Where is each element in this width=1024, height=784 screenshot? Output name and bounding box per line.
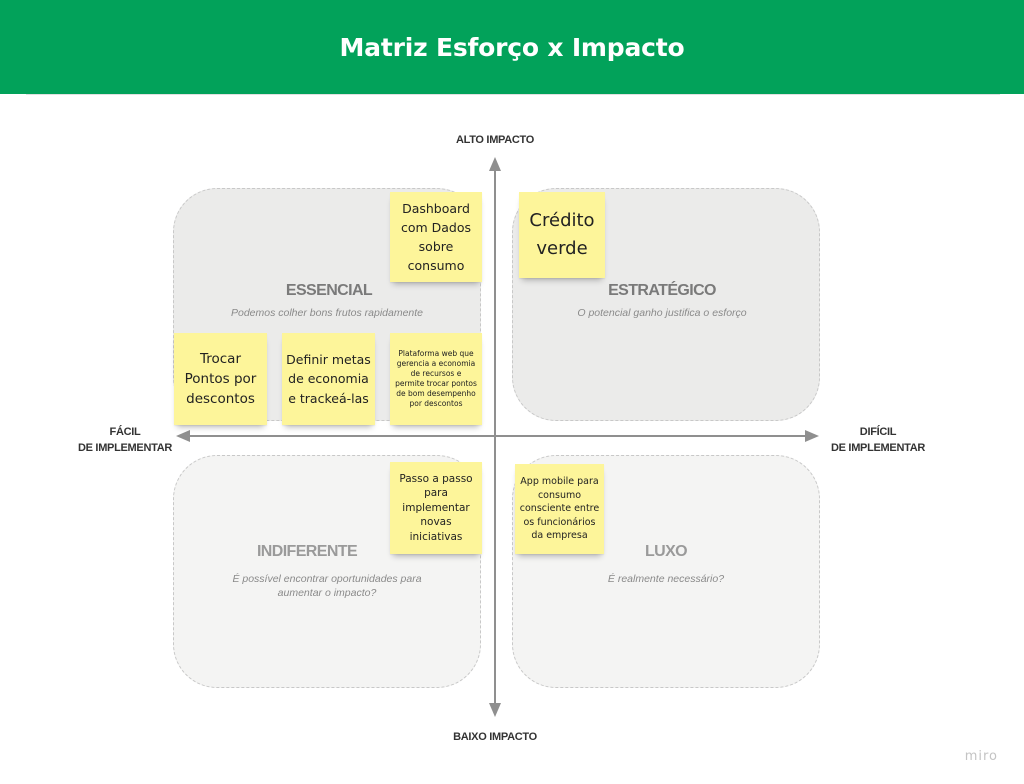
sticky-note-text: Crédito verde [529, 210, 595, 259]
axis-label-bottom: BAIXO IMPACTO [453, 731, 537, 743]
quadrant-subtitle: Podemos colher bons frutos rapidamente [230, 307, 424, 319]
sticky-note-plataforma-web[interactable]: Plataforma web que gerencia a economia d… [390, 333, 482, 425]
sticky-note-text: Definir metas de economia e trackeá-las [286, 351, 371, 406]
quadrant-title: ESSENCIAL [285, 282, 373, 299]
header-divider [26, 94, 1000, 95]
miro-watermark: miro [964, 749, 998, 764]
header-bar: Matriz Esforço x Impacto [0, 0, 1024, 94]
axis-label-right-line2: DE IMPLEMENTAR [831, 442, 925, 454]
axis-label-right: DIFÍCIL DE IMPLEMENTAR [821, 424, 935, 456]
sticky-note-text: Dashboard com Dados sobre consumo [400, 201, 472, 273]
quadrant-subtitle: O potencial ganho justifica o esforço [577, 307, 747, 319]
quadrant-title: ESTRATÉGICO [608, 282, 716, 299]
quadrant-title: LUXO [644, 543, 688, 560]
sticky-note-text: Passo a passo para implementar novas ini… [399, 472, 473, 543]
axis-label-left-line2: DE IMPLEMENTAR [78, 442, 172, 454]
sticky-note-credito-verde[interactable]: Crédito verde [519, 192, 605, 278]
axis-label-right-line1: DIFÍCIL [859, 426, 897, 438]
axis-label-left: FÁCIL DE IMPLEMENTAR [68, 424, 182, 456]
quadrant-estrategico: ESTRATÉGICO O potencial ganho justifica … [512, 188, 820, 421]
sticky-note-dashboard[interactable]: Dashboard com Dados sobre consumo [390, 192, 482, 282]
sticky-note-app-mobile[interactable]: App mobile para consumo consciente entre… [515, 464, 604, 554]
page-title: Matriz Esforço x Impacto [339, 32, 685, 62]
quadrant-subtitle-line1: É possível encontrar oportunidades para [232, 573, 422, 585]
sticky-note-text: Plataforma web que gerencia a economia d… [395, 349, 477, 408]
sticky-note-definir-metas[interactable]: Definir metas de economia e trackeá-las [282, 333, 375, 425]
quadrant-subtitle-line2: aumentar o impacto? [277, 587, 377, 599]
sticky-note-text: Trocar Pontos por descontos [184, 351, 257, 407]
axis-label-left-line1: FÁCIL [109, 426, 141, 438]
sticky-note-passo-a-passo[interactable]: Passo a passo para implementar novas ini… [390, 462, 482, 554]
axis-label-top: ALTO IMPACTO [455, 134, 535, 146]
sticky-note-trocar-pontos[interactable]: Trocar Pontos por descontos [174, 333, 267, 425]
sticky-note-text: App mobile para consumo consciente entre… [519, 476, 600, 542]
quadrant-title: INDIFERENTE [256, 543, 358, 560]
quadrant-subtitle: É realmente necessário? [607, 573, 725, 585]
